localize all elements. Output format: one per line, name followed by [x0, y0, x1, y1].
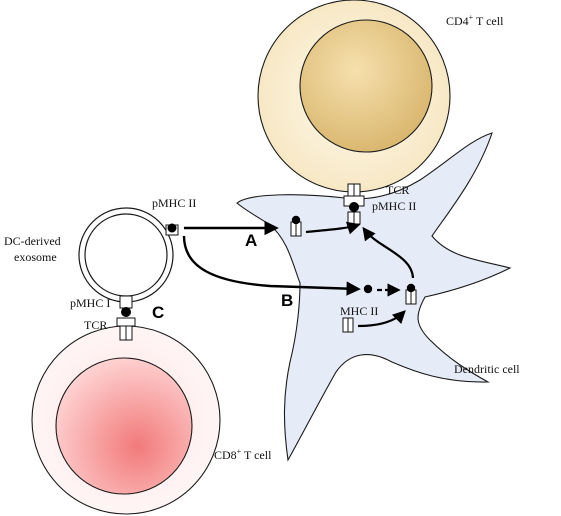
peptide-dot-b — [363, 284, 373, 294]
pmhc-ii-exosome-label: pMHC II — [152, 196, 196, 210]
tcr-cd4-label: TCR — [386, 183, 409, 197]
cd8-t-cell-nucleus — [55, 357, 193, 495]
cd4-tcr-receptor — [347, 183, 361, 197]
exosome-label-line2: exosome — [14, 250, 57, 264]
dendritic-cell-label: Dendritic cell — [454, 362, 520, 376]
dendritic-cell-body — [236, 132, 512, 462]
pmhc-i-exosome-label: pMHC I — [70, 296, 110, 310]
pathway-c-label: C — [152, 303, 164, 322]
dc-receptor-a — [290, 215, 302, 237]
exosome-pmhc-ii-receptor — [165, 223, 179, 236]
cd8-label: CD8+ T cell — [214, 447, 272, 462]
exosome-inner-membrane — [84, 213, 168, 297]
cd4-label: CD4+ T cell — [446, 13, 504, 28]
arrow-receptor-to-synapse — [362, 226, 415, 279]
tcr-cd8-label: TCR — [84, 318, 107, 332]
arrow-b-main — [182, 235, 361, 296]
exosome-label-line1: DC-derived — [4, 234, 61, 248]
pmhc-ii-dc-label: pMHC II — [372, 199, 416, 213]
cd4-t-cell-nucleus — [299, 19, 433, 153]
arrow-mhc-ii-to-receptor — [357, 310, 406, 328]
arrow-a-to-synapse — [305, 221, 361, 235]
pathway-a-label: A — [245, 231, 257, 250]
dc-mhc-ii-empty — [342, 317, 354, 333]
dc-receptor-right — [405, 283, 417, 305]
cd8-tcr-receptor — [116, 317, 136, 341]
mhc-ii-dc-label: MHC II — [340, 304, 378, 318]
exosome-pmhc-i-receptor — [119, 295, 133, 317]
pathway-b-label: B — [281, 291, 293, 310]
dc-pmhc-ii-receptor-synapse — [343, 195, 365, 225]
